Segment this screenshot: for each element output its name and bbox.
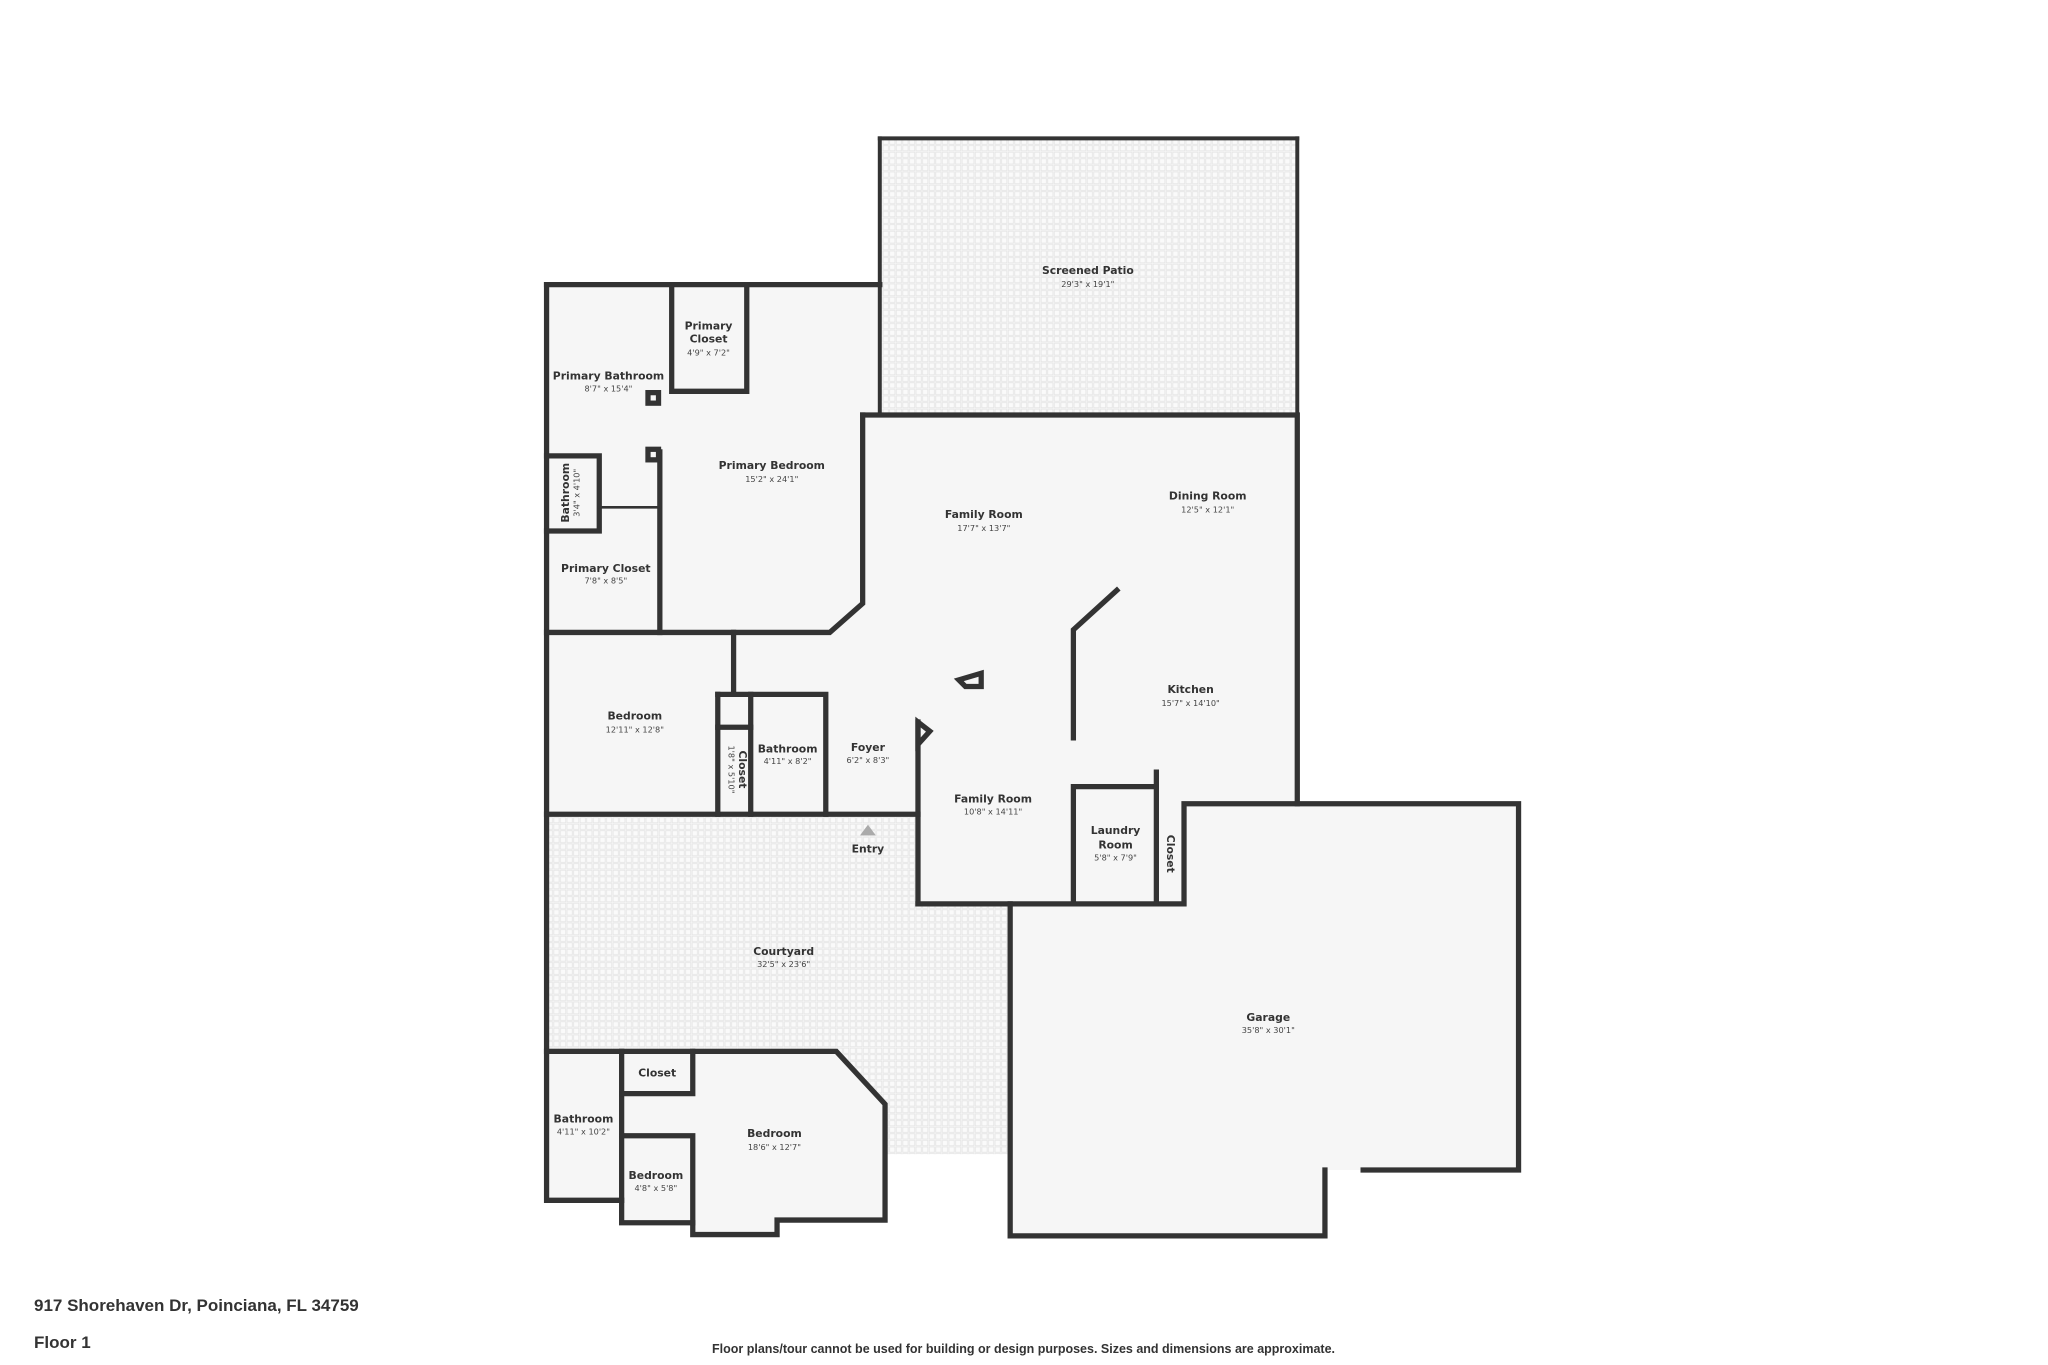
- room-name: Primary Closet: [561, 562, 651, 575]
- room-name: Bedroom: [629, 1169, 684, 1182]
- room-name: Kitchen: [1167, 683, 1213, 696]
- room-name: Screened Patio: [1042, 264, 1134, 277]
- entry-arrow-icon: [860, 824, 876, 836]
- room-dimensions: 4'9" x 7'2": [687, 348, 730, 358]
- room-dimensions: 3'4" x 4'10": [572, 469, 582, 517]
- room-dimensions: 7'8" x 8'5": [584, 576, 627, 586]
- room-dimensions: 5'8" x 7'9": [1094, 852, 1137, 862]
- room-name: Courtyard: [753, 945, 814, 958]
- room-dimensions: 18'6" x 12'7": [748, 1142, 801, 1152]
- room-dimensions: 32'5" x 23'6": [757, 959, 810, 969]
- room-dimensions: 8'7" x 15'4": [585, 383, 633, 393]
- screened-patio-floor: [879, 138, 1298, 416]
- room-name: Primary: [685, 319, 733, 332]
- room-dimensions: 4'11" x 8'2": [764, 756, 812, 766]
- room-name: Family Room: [954, 792, 1032, 805]
- floor-label: Floor 1: [34, 1333, 91, 1352]
- room-name: Garage: [1246, 1011, 1290, 1024]
- room-dimensions: 12'5" x 12'1": [1181, 505, 1234, 515]
- walls: [543, 136, 1522, 1239]
- room-name: Closet: [638, 1066, 676, 1079]
- disclaimer: Floor plans/tour cannot be used for buil…: [712, 1342, 1336, 1356]
- room-dimensions: 15'7" x 14'10": [1161, 698, 1219, 708]
- room-dimensions: 4'11" x 10'2": [557, 1126, 610, 1136]
- room-name: Closet: [736, 750, 749, 788]
- room-dimensions: 15'2" x 24'1": [745, 474, 798, 484]
- room-name: Bathroom: [559, 463, 572, 523]
- room-name: Closet: [1164, 835, 1177, 873]
- room-name: Family Room: [945, 508, 1023, 521]
- house-floor: [546, 284, 1519, 1236]
- room-dimensions: 4'8" x 5'8": [635, 1183, 678, 1193]
- room-dimensions: 10'8" x 14'11": [964, 806, 1022, 816]
- room-name: Primary Bathroom: [553, 369, 664, 382]
- room-labels: Screened Patio 29'3" x 19'1" Primary Bath…: [553, 264, 1295, 1193]
- room-name: Primary Bedroom: [719, 459, 825, 472]
- room-name: Bedroom: [607, 709, 662, 722]
- room-name: Room: [1098, 839, 1132, 852]
- room-dimensions: 1'8" x 5'10": [726, 745, 736, 793]
- guest-wing-floor: [546, 1051, 886, 1235]
- room-dimensions: 6'2" x 8'3": [847, 755, 890, 765]
- room-dimensions: 17'7" x 13'7": [957, 523, 1010, 533]
- room-name: Bathroom: [758, 742, 818, 755]
- room-name: Bedroom: [747, 1127, 802, 1140]
- room-dimensions: 29'3" x 19'1": [1061, 279, 1114, 289]
- room-dimensions: 35'8" x 30'1": [1242, 1025, 1295, 1035]
- entry-label: Entry: [852, 842, 885, 855]
- room-name: Bathroom: [554, 1113, 614, 1126]
- room-name: Dining Room: [1169, 489, 1247, 502]
- room-name: Closet: [690, 333, 728, 346]
- address: 917 Shorehaven Dr, Poinciana, FL 34759: [34, 1296, 359, 1315]
- room-dimensions: 12'11" x 12'8": [606, 725, 664, 735]
- room-name: Laundry: [1091, 824, 1141, 837]
- room-name: Foyer: [851, 741, 886, 754]
